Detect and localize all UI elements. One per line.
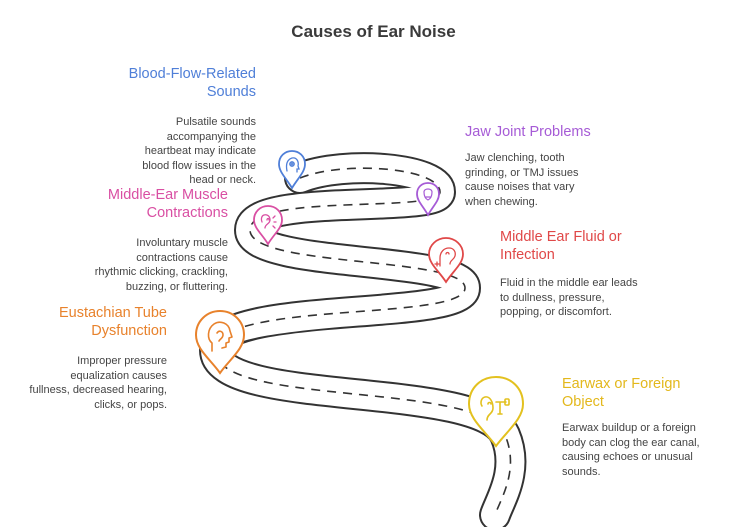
blood-flow-block: Blood-Flow-Related Sounds Pulsatile soun… bbox=[80, 65, 256, 188]
ear-muscle-description: Involuntary muscle contractions cause rh… bbox=[94, 237, 228, 293]
pin-shape bbox=[278, 150, 306, 190]
blood-flow-icon bbox=[285, 157, 300, 173]
blood-flow-description: Pulsatile sounds accompanying the heartb… bbox=[142, 116, 256, 186]
earwax-heading: Earwax or Foreign Object bbox=[562, 376, 681, 410]
eustachian-heading: Eustachian Tube Dysfunction bbox=[58, 305, 167, 339]
pin-shape bbox=[194, 309, 246, 375]
ear-fluid-marker bbox=[428, 237, 464, 284]
ear-muscle-heading: Middle-Ear Muscle Contractions bbox=[107, 187, 228, 221]
pin-shape bbox=[467, 375, 525, 448]
jaw-marker bbox=[416, 182, 440, 217]
jaw-heading: Jaw Joint Problems bbox=[465, 124, 591, 140]
eustachian-marker bbox=[194, 309, 246, 375]
ear-muscle-marker bbox=[253, 205, 283, 246]
ear-fluid-description: Fluid in the middle ear leads to dullnes… bbox=[500, 277, 638, 318]
pin-shape bbox=[416, 182, 440, 217]
jaw-icon bbox=[423, 188, 433, 201]
ear-fluid-block: Middle Ear Fluid or Infection Fluid in t… bbox=[500, 228, 700, 320]
earwax-description: Earwax buildup or a foreign body can clo… bbox=[562, 422, 700, 478]
earwax-marker bbox=[467, 375, 525, 448]
jaw-description: Jaw clenching, tooth grinding, or TMJ is… bbox=[465, 152, 579, 208]
ear-fluid-icon bbox=[434, 247, 456, 267]
eustachian-description: Improper pressure equalization causes fu… bbox=[29, 355, 167, 411]
pin-shape bbox=[428, 237, 464, 284]
eustachian-block: Eustachian Tube Dysfunction Improper pre… bbox=[20, 304, 167, 412]
jaw-block: Jaw Joint Problems Jaw clenching, tooth … bbox=[465, 123, 665, 209]
blood-flow-marker bbox=[278, 150, 306, 190]
ear-muscle-block: Middle-Ear Muscle Contractions Involunta… bbox=[60, 186, 228, 294]
earwax-icon bbox=[480, 396, 510, 421]
road-center-line bbox=[214, 167, 512, 516]
earwax-block: Earwax or Foreign Object Earwax buildup … bbox=[562, 375, 742, 479]
ear-muscle-icon bbox=[260, 214, 277, 229]
blood-flow-heading: Blood-Flow-Related Sounds bbox=[128, 66, 256, 100]
page-title: Causes of Ear Noise bbox=[291, 22, 456, 41]
ear-fluid-heading: Middle Ear Fluid or Infection bbox=[500, 229, 622, 263]
head-profile-icon bbox=[207, 321, 233, 352]
